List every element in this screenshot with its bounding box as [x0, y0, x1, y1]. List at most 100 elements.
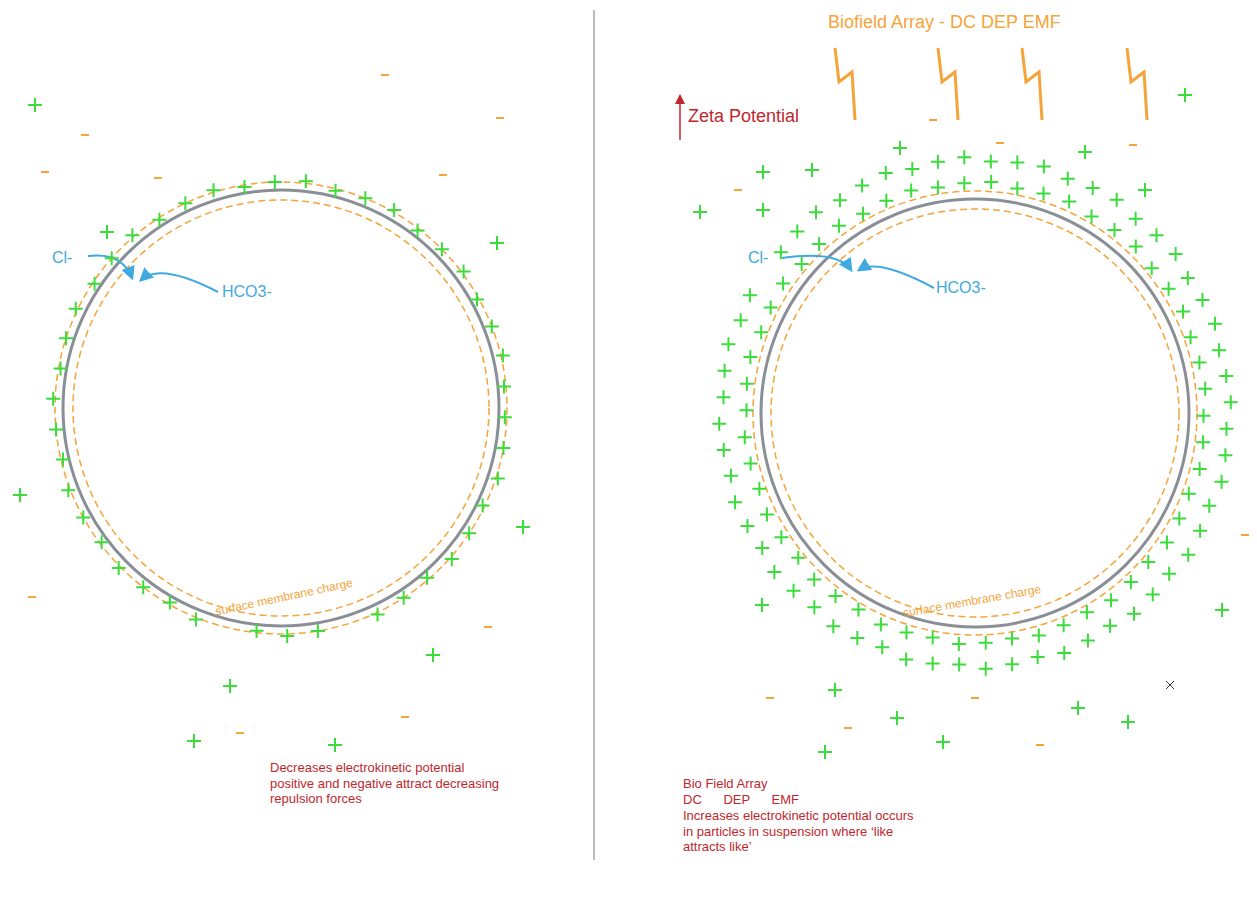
- positive-charge: [931, 181, 945, 195]
- positive-charge: [1162, 567, 1176, 581]
- positive-charge: [984, 175, 998, 189]
- positive-charge: [875, 640, 889, 654]
- positive-charge: [807, 600, 821, 614]
- outer-charge-ring: [55, 182, 507, 634]
- positive-charge: [435, 242, 449, 256]
- outer-charge-ring: [753, 191, 1197, 635]
- positive-charge: [328, 738, 342, 752]
- positive-charge: [13, 488, 27, 502]
- positive-charge: [1196, 293, 1210, 307]
- positive-charge: [1219, 369, 1233, 383]
- negative-charge: [1241, 534, 1249, 536]
- positive-charge: [1124, 575, 1138, 589]
- positive-charge: [899, 653, 913, 667]
- positive-charge: [1057, 646, 1071, 660]
- negative-charge: [496, 117, 504, 119]
- positive-charge: [787, 584, 801, 598]
- positive-charge: [1005, 631, 1019, 645]
- positive-charge: [61, 483, 75, 497]
- positive-charge: [1181, 271, 1195, 285]
- positive-charge: [1005, 657, 1019, 671]
- positive-charge: [470, 293, 484, 307]
- membrane-label: surface membrane charge: [214, 576, 354, 619]
- positive-charge: [760, 507, 774, 521]
- positive-charge: [268, 175, 282, 189]
- positive-charge: [1224, 395, 1238, 409]
- positive-charge: [984, 154, 998, 168]
- positive-charge: [189, 613, 203, 627]
- positive-charge: [1184, 330, 1198, 344]
- field-bolts: [835, 48, 1147, 120]
- positive-charge: [54, 361, 68, 375]
- positive-charge: [1198, 382, 1212, 396]
- charge-symbols: [13, 75, 1249, 759]
- positive-charge: [1057, 618, 1071, 632]
- positive-charge: [1078, 145, 1092, 159]
- positive-charge: [1218, 448, 1232, 462]
- method-label: Bio Field Array: [683, 776, 768, 792]
- positive-charge: [69, 302, 83, 316]
- panel-divider: [593, 10, 595, 860]
- effect-note: Increases electrokinetic potential occur…: [683, 808, 915, 855]
- positive-charge: [59, 331, 73, 345]
- positive-charge: [1169, 247, 1183, 261]
- ion-arrow: [859, 267, 934, 288]
- inner-charge-ring: [73, 200, 489, 616]
- positive-charge: [756, 203, 770, 217]
- positive-charge: [100, 225, 114, 239]
- positive-charge: [457, 264, 471, 278]
- positive-charge: [809, 205, 823, 219]
- positive-charge: [56, 453, 70, 467]
- positive-charge: [890, 711, 904, 725]
- positive-charge: [1129, 212, 1143, 226]
- positive-charge: [855, 178, 869, 192]
- positive-charge: [724, 469, 738, 483]
- positive-charge: [812, 237, 826, 251]
- positive-charge: [46, 392, 60, 406]
- method-label: DC DEP EMF: [683, 792, 799, 808]
- positive-charge: [1071, 701, 1085, 715]
- positive-charge: [1032, 629, 1046, 643]
- positive-charge: [1149, 228, 1163, 242]
- positive-charge: [88, 277, 102, 291]
- negative-charge: [734, 189, 742, 191]
- lightning-bolt: [938, 48, 958, 120]
- positive-charge: [957, 176, 971, 190]
- positive-charge: [496, 441, 510, 455]
- positive-charge: [125, 228, 139, 242]
- positive-charge: [728, 495, 742, 509]
- positive-charge: [498, 410, 512, 424]
- positive-charge: [1031, 650, 1045, 664]
- positive-charge: [743, 288, 757, 302]
- positive-charge: [716, 390, 730, 404]
- positive-charge: [904, 183, 918, 197]
- ion-arrow: [782, 256, 851, 270]
- positive-charge: [223, 679, 237, 693]
- positive-charge: [743, 350, 757, 364]
- negative-charge: [41, 171, 49, 173]
- positive-charge: [105, 251, 119, 265]
- negative-charge: [971, 697, 979, 699]
- negative-charge: [236, 732, 244, 734]
- positive-charge: [76, 510, 90, 524]
- ion-label: HCO3-: [936, 278, 986, 297]
- field-title: Biofield Array - DC DEP EMF: [828, 12, 1061, 34]
- positive-charge: [1104, 593, 1118, 607]
- positive-charge: [979, 636, 993, 650]
- positive-charge: [1110, 193, 1124, 207]
- positive-charge: [1145, 261, 1159, 275]
- positive-charge: [833, 193, 847, 207]
- positive-charge: [952, 637, 966, 651]
- positive-charge: [832, 219, 846, 233]
- negative-charge: [766, 697, 774, 699]
- positive-charge: [936, 735, 950, 749]
- ion-label: Cl-: [748, 248, 768, 267]
- negative-charge: [484, 626, 492, 628]
- positive-charge: [490, 236, 504, 250]
- negative-charge: [439, 174, 447, 176]
- positive-charge: [1193, 462, 1207, 476]
- positive-charge: [397, 591, 411, 605]
- positive-charge: [1176, 305, 1190, 319]
